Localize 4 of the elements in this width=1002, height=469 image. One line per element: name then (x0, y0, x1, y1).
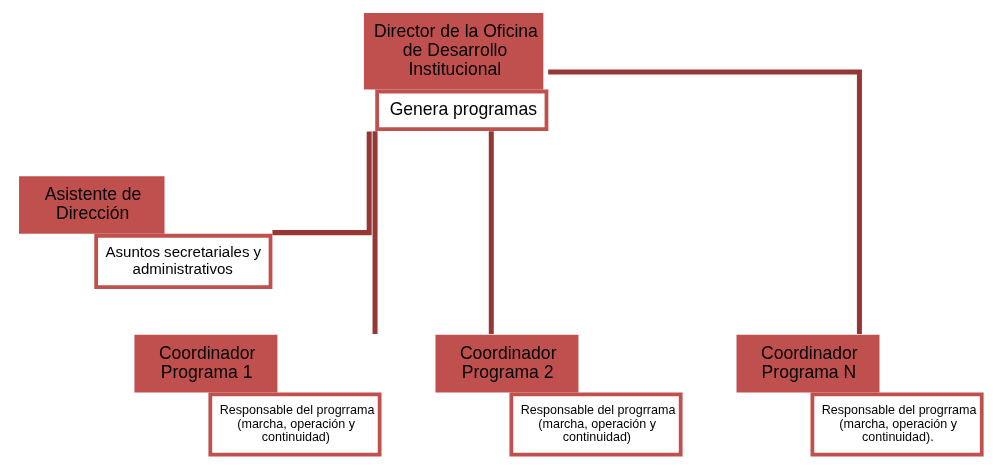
connector (548, 69, 862, 334)
connector (488, 131, 494, 334)
connector (372, 131, 378, 334)
connector (272, 131, 372, 236)
